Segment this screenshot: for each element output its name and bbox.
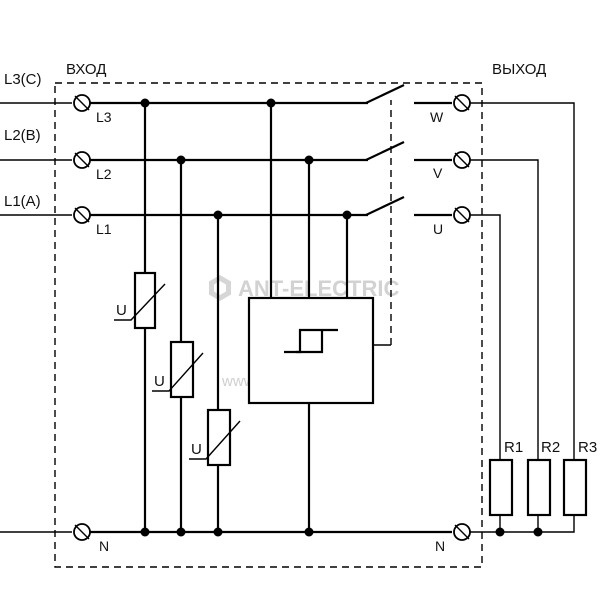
load-resistor-r3 xyxy=(562,458,588,517)
load-resistor-r1 xyxy=(488,458,514,517)
input-terminal-n xyxy=(73,523,91,541)
varistor-branch-l3 xyxy=(114,103,166,532)
terminal-label-n-in: N xyxy=(99,538,109,554)
varistor-branch-l1 xyxy=(189,215,241,532)
terminal-label-w: W xyxy=(430,109,444,125)
junction-dots xyxy=(140,98,543,537)
input-terminal-l3 xyxy=(73,94,91,112)
terminal-label-l3: L3 xyxy=(96,109,112,125)
varistor-3 xyxy=(206,408,232,467)
varistor-branch-l2 xyxy=(152,160,204,532)
input-terminal-l2 xyxy=(73,151,91,169)
line-label-l2: L2(B) xyxy=(4,127,41,144)
switch-contact-l3 xyxy=(365,84,405,104)
switch-contacts xyxy=(365,84,452,217)
varistor-label-3: U xyxy=(191,441,202,458)
load-label-r1: R1 xyxy=(504,439,523,456)
terminal-label-u: U xyxy=(433,221,443,237)
input-leads xyxy=(0,102,72,533)
terminal-label-l2: L2 xyxy=(96,166,112,182)
output-terminal-n xyxy=(453,523,471,541)
output-title: ВЫХОД xyxy=(492,61,546,78)
hysteresis-icon xyxy=(284,328,338,354)
control-relay-block xyxy=(247,100,392,532)
varistor-label-1: U xyxy=(116,302,127,319)
load-label-r2: R2 xyxy=(541,439,560,456)
watermark-brand: ANT-ELECTRIC xyxy=(238,276,399,301)
relay-box xyxy=(247,296,375,405)
output-terminal-u xyxy=(453,206,471,224)
input-terminal-l1 xyxy=(73,206,91,224)
output-wiring xyxy=(470,102,575,533)
terminal-label-v: V xyxy=(433,165,443,181)
phase-buses xyxy=(90,101,452,534)
input-title: ВХОД xyxy=(66,61,106,78)
output-terminal-w xyxy=(453,94,471,112)
varistor-2 xyxy=(169,340,195,399)
varistor-1 xyxy=(133,271,157,330)
line-label-l3: L3(C) xyxy=(4,71,42,88)
switch-contact-l1 xyxy=(365,196,405,216)
line-label-l1: L1(A) xyxy=(4,193,41,210)
load-resistor-r2 xyxy=(526,458,552,517)
ant-electric-logo-icon xyxy=(209,275,231,301)
varistor-label-2: U xyxy=(154,373,165,390)
terminal-label-l1: L1 xyxy=(96,221,112,237)
load-label-r3: R3 xyxy=(578,439,597,456)
terminal-label-n-out: N xyxy=(435,538,445,554)
output-terminal-v xyxy=(453,151,471,169)
switch-contact-l2 xyxy=(365,141,405,161)
